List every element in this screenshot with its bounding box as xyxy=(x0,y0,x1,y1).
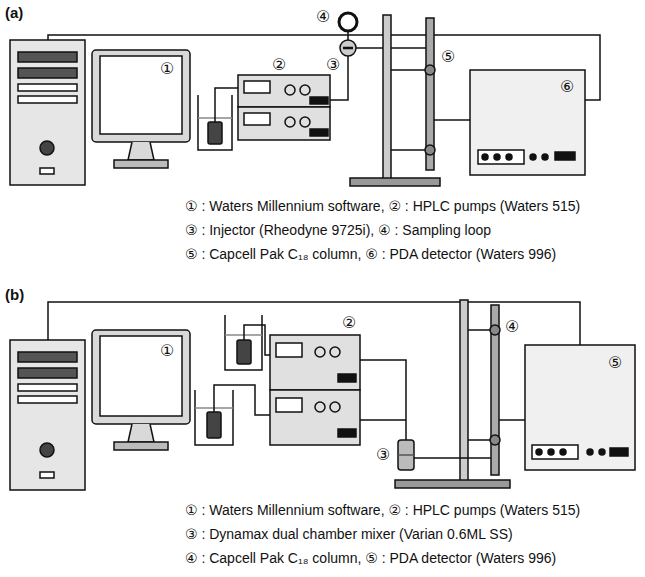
key-line: ⑤ : Capcell Pak C₁₈ column, ⑥ : PDA dete… xyxy=(185,246,556,262)
key-line: ④ : Capcell Pak C₁₈ column, ⑤ : PDA dete… xyxy=(185,550,556,566)
callout-number: ⑤ xyxy=(608,354,622,372)
key-line: ③ : Dynamax dual chamber mixer (Varian 0… xyxy=(185,526,513,542)
callout-number: ③ xyxy=(326,56,340,74)
key-line: ① : Waters Millennium software, ② : HPLC… xyxy=(185,198,580,214)
callout-number: ⑥ xyxy=(560,78,574,96)
callout-number: ④ xyxy=(505,318,519,336)
panel-letter: (a) xyxy=(5,4,23,21)
panel-letter: (b) xyxy=(5,286,24,303)
callout-number: ③ xyxy=(376,446,390,464)
callout-number: ② xyxy=(272,56,286,74)
callout-number: ① xyxy=(160,342,174,360)
callout-number: ② xyxy=(342,314,356,332)
callout-number: ⑤ xyxy=(441,48,455,66)
key-line: ① : Waters Millennium software, ② : HPLC… xyxy=(185,502,580,518)
callout-number: ① xyxy=(160,60,174,78)
key-line: ③ : Injector (Rheodyne 9725i), ④ : Sampl… xyxy=(185,222,491,238)
callout-number: ④ xyxy=(316,8,330,26)
